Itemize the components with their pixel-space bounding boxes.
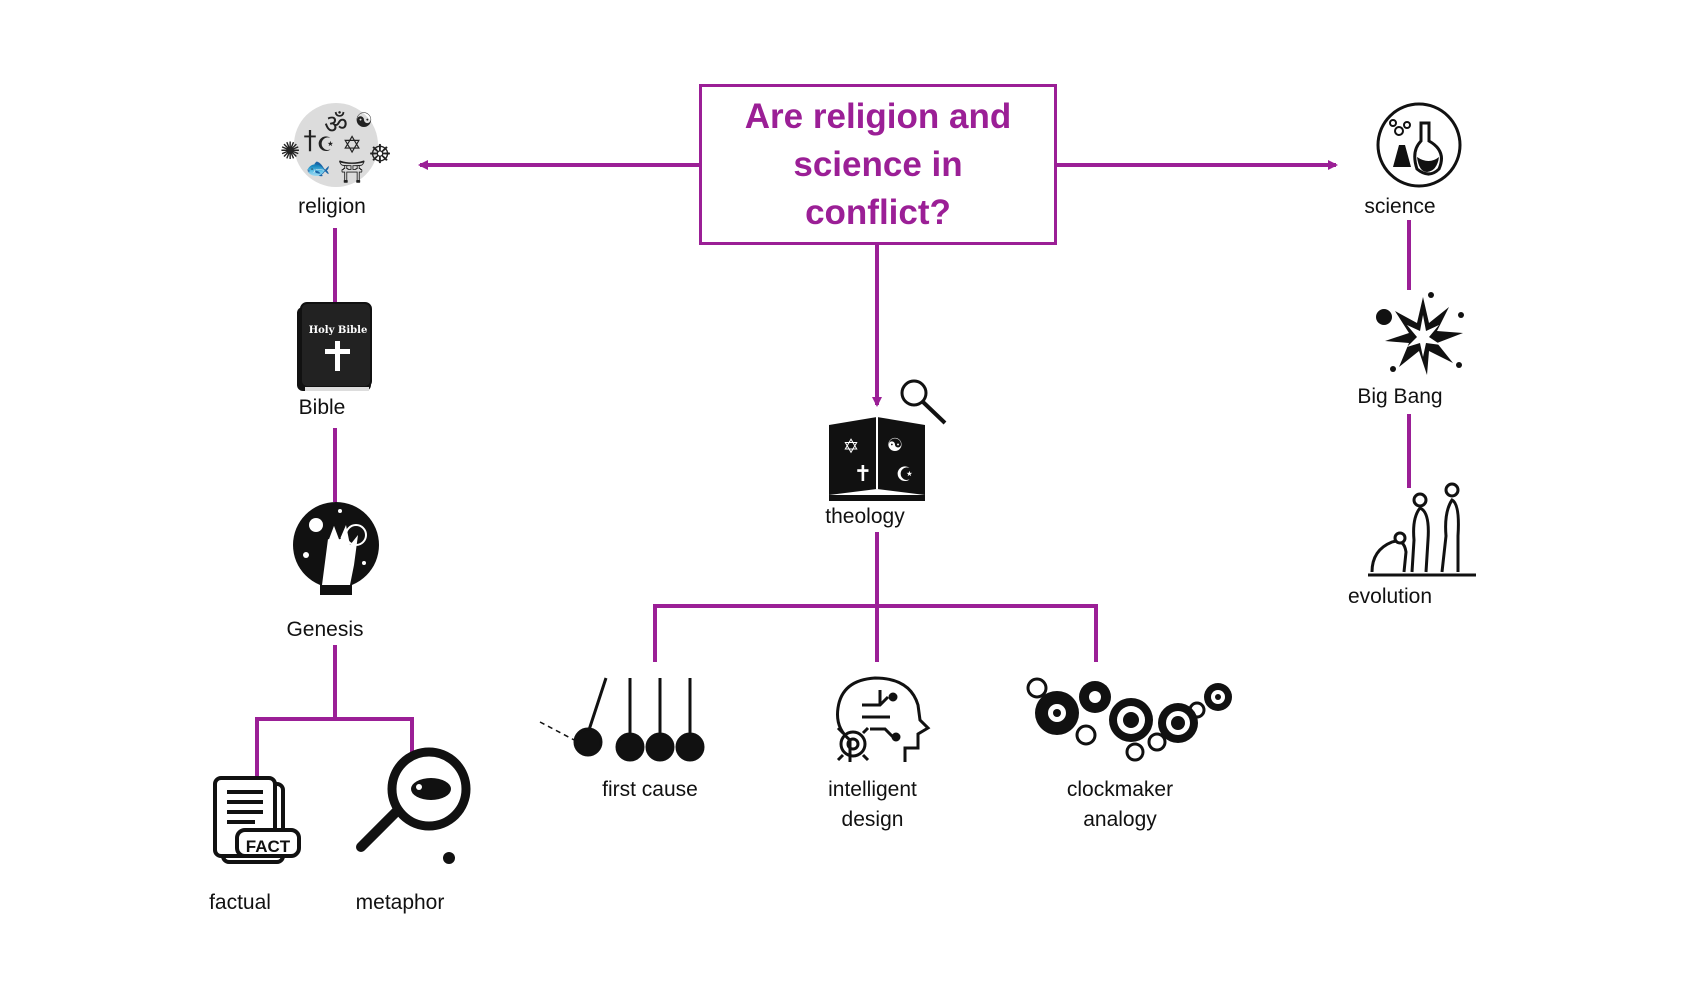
svg-text:ॐ: ॐ [324, 110, 348, 140]
svg-text:☸: ☸ [368, 140, 391, 170]
clockmaker-label-line2: analogy [1083, 808, 1157, 831]
interfaith-symbols-icon: ॐ ☯ † ☪ ✡ ☸ ✺ 🐟 ⛩ [280, 103, 392, 187]
big-bang-label: Big Bang [1357, 385, 1443, 408]
clockmaker-label-line1: clockmaker [1066, 778, 1174, 801]
holy-bible-icon [297, 302, 372, 391]
fact-badge-text: FACT [246, 837, 291, 856]
svg-text:☪: ☪ [896, 462, 914, 486]
newtons-cradle-icon [539, 677, 705, 762]
svg-text:⛩: ⛩ [338, 160, 366, 185]
explosion-icon [1376, 292, 1464, 375]
human-evolution-icon [1368, 482, 1476, 577]
creation-hand-icon [293, 502, 379, 595]
svg-text:✡: ✡ [342, 131, 362, 159]
first-cause-label: first cause [602, 778, 698, 801]
open-book-symbols-icon: ✡ ☯ ✝ ☪ [829, 379, 947, 501]
gears-icon [1026, 677, 1232, 762]
svg-text:✡: ✡ [843, 434, 860, 458]
intelligent-design-label-line2: design [841, 808, 904, 831]
svg-text:☪: ☪ [317, 132, 335, 156]
central-question: Are religion and science in conflict? [744, 96, 1012, 232]
fact-document-icon [213, 776, 301, 864]
lab-flasks-icon [1376, 102, 1462, 188]
bible-label: Bible [298, 396, 346, 419]
intelligent-design-label-line1: intelligent [828, 778, 917, 801]
genesis-label: Genesis [286, 618, 364, 641]
svg-text:☯: ☯ [355, 108, 373, 132]
brain-circuit-icon [836, 676, 931, 762]
line-genesis-branch [255, 645, 414, 776]
central-question-box: Are religion and science in conflict? [699, 84, 1057, 245]
science-label: science [1364, 195, 1436, 218]
connectors [255, 160, 1411, 776]
svg-text:🐟: 🐟 [306, 156, 331, 180]
magnifying-glass-icon [356, 747, 471, 864]
theology-label: theology [825, 505, 905, 528]
svg-text:✺: ✺ [280, 137, 300, 165]
svg-text:✝: ✝ [854, 462, 872, 487]
svg-text:†: † [304, 126, 317, 156]
factual-label: factual [209, 891, 271, 914]
line-theology-branch [653, 532, 1098, 662]
religion-label: religion [298, 195, 366, 218]
bible-cover-text: Holy Bible [309, 325, 368, 336]
metaphor-label: metaphor [355, 891, 445, 914]
svg-text:☯: ☯ [887, 435, 903, 456]
evolution-label: evolution [1347, 585, 1433, 608]
